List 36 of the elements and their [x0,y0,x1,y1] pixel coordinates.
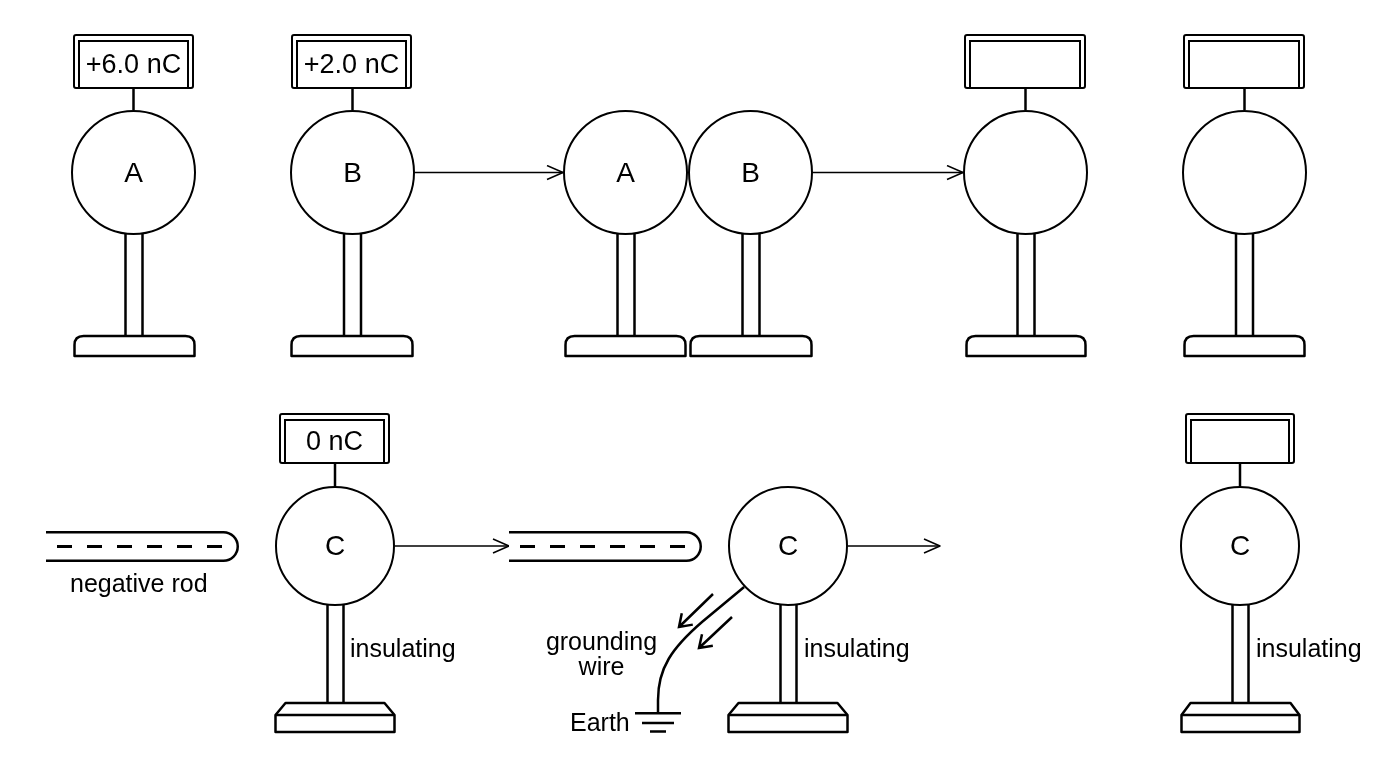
grounding-wire [656,585,745,712]
sphere-label: A [616,158,635,187]
connector-line [351,89,354,110]
charge-reading: 0 nC [305,428,363,455]
sphere-label: C [324,532,346,560]
charge-reading: +6.0 nC [85,51,182,78]
ground-label: Earth [570,708,630,736]
material-label: insulating [350,634,456,662]
process-arrow [812,164,964,181]
sphere-label: B [741,158,760,187]
process-arrow [847,538,941,554]
charge-meter [1183,34,1305,89]
charged-rod [46,531,239,562]
sphere-label: C [777,532,799,560]
charge-meter [964,34,1086,89]
material-label: insulating [1256,634,1362,662]
connector-line [1238,464,1242,486]
rod-label: negative rod [70,569,208,597]
ground-symbol [635,712,681,733]
edge-label: grounding wire [545,629,658,679]
connector-line [132,89,135,110]
sphere-label: A [124,158,143,187]
charge-meter [1185,413,1295,464]
sphere-label: B [343,158,362,187]
charge-meter [73,34,194,89]
charge-meter [279,413,390,464]
material-label: insulating [804,634,910,662]
sphere-label: C [1229,532,1251,560]
charge-meter [291,34,412,89]
charged-rod [509,531,702,562]
connector-line [1024,89,1027,110]
process-arrow [414,164,564,181]
connector-line [1243,89,1246,110]
charge-reading: +2.0 nC [303,51,400,78]
process-arrow [394,538,510,554]
connector-line [333,464,337,486]
